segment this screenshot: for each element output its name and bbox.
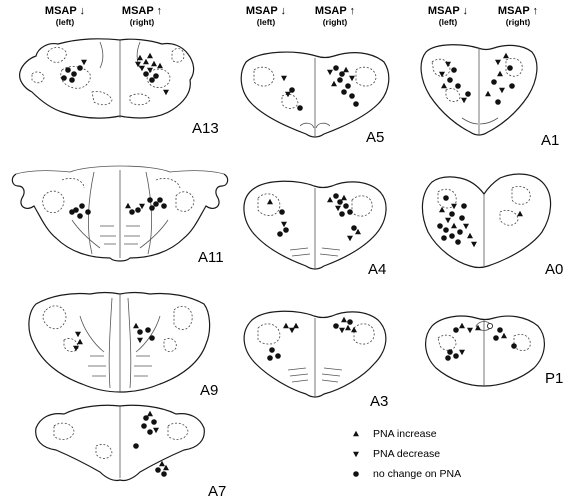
a1-markers xyxy=(439,53,515,105)
a4-markers xyxy=(267,193,361,241)
label-a1: A1 xyxy=(541,133,559,148)
section-a1 xyxy=(421,45,537,135)
label-a0: A0 xyxy=(545,262,563,277)
section-a3 xyxy=(244,311,386,397)
label-a9: A9 xyxy=(200,383,218,398)
p1-markers xyxy=(445,323,517,361)
a13-markers xyxy=(61,53,169,95)
section-a4 xyxy=(244,181,386,269)
triangle-up-icon xyxy=(353,431,359,436)
label-p1: P1 xyxy=(545,371,563,386)
label-a7: A7 xyxy=(208,484,226,499)
section-a9 xyxy=(29,293,210,393)
section-a0 xyxy=(422,174,550,267)
label-a13: A13 xyxy=(192,121,219,136)
section-a11 xyxy=(12,166,227,261)
a9-markers xyxy=(73,323,155,351)
label-a11: A11 xyxy=(198,250,224,265)
section-p1 xyxy=(426,316,545,386)
a11-markers xyxy=(69,197,167,219)
a0-markers xyxy=(437,195,523,247)
a3-markers xyxy=(267,317,357,361)
legend-symbols xyxy=(353,431,359,477)
legend-pna-increase: PNA increase xyxy=(373,428,437,440)
legend-no-change: no change on PNA xyxy=(373,468,461,480)
label-a5: A5 xyxy=(366,130,384,145)
triangle-down-icon xyxy=(353,452,359,457)
a5-markers xyxy=(281,65,359,111)
a7-markers xyxy=(133,411,169,477)
section-a13 xyxy=(20,39,194,118)
section-a5 xyxy=(241,52,389,137)
label-a4: A4 xyxy=(368,262,386,277)
dot-icon xyxy=(353,471,359,477)
section-a7 xyxy=(36,405,205,480)
legend-pna-decrease: PNA decrease xyxy=(373,448,440,460)
label-a3: A3 xyxy=(370,394,388,409)
